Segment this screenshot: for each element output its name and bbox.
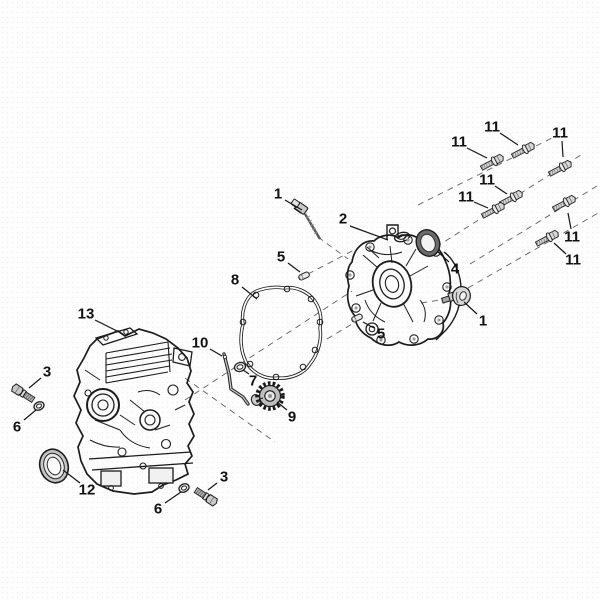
assembly-axis: [307, 248, 357, 275]
callout-leader-flange-screw-2: [499, 132, 519, 146]
assembly-axis: [469, 185, 598, 265]
callout-number-valve-screw-right[interactable]: 1: [479, 313, 487, 330]
part-plug-screw[interactable]: [10, 383, 36, 404]
callout-number-flange-screw-2[interactable]: 11: [484, 119, 500, 136]
callout-number-flange-screw-1[interactable]: 11: [451, 134, 467, 151]
callout-number-flange-screw-7[interactable]: 11: [565, 252, 581, 269]
callout-number-sealing-washer-left[interactable]: 6: [13, 419, 21, 436]
part-sealing-washer[interactable]: [178, 482, 191, 494]
callout-leader-plug-screw-left: [28, 377, 42, 389]
part-plug-screw[interactable]: [193, 486, 218, 507]
callout-leader-governor-rod: [209, 348, 223, 357]
callout-number-flange-screw-3[interactable]: 11: [552, 125, 568, 142]
callout-leader-flange-screw-4: [494, 185, 508, 195]
part-sealing-washer[interactable]: [33, 400, 46, 412]
assembly-axis: [184, 377, 276, 443]
part-valve-screw-upper[interactable]: [290, 198, 322, 240]
part-dowel-pin[interactable]: [298, 271, 310, 281]
callout-leader-flange-screw-3: [561, 140, 564, 158]
callout-leader-sealing-washer-bottom: [164, 491, 182, 504]
part-flange-screw[interactable]: [480, 200, 506, 220]
part-flange-screw[interactable]: [547, 158, 573, 178]
assembly-axis: [417, 135, 557, 206]
assembly-axis: [184, 290, 353, 401]
callout-leader-valve-screw-upper: [284, 199, 303, 211]
callout-number-o-ring[interactable]: 7: [249, 373, 257, 390]
part-flange-screw[interactable]: [534, 228, 560, 248]
callout-number-sealing-washer-bottom[interactable]: 6: [154, 501, 162, 518]
part-cover-gasket[interactable]: [239, 285, 324, 381]
callout-number-crankcase-cover[interactable]: 2: [339, 211, 347, 228]
assembly-axes-layer: [184, 135, 600, 443]
fastener-layer: [10, 140, 577, 507]
callout-leader-sealing-washer-left: [23, 409, 37, 421]
callout-leader-governor-gear: [276, 401, 288, 411]
callout-number-plug-screw-left[interactable]: 3: [43, 364, 51, 381]
part-crankcase[interactable]: [73, 327, 195, 495]
callout-number-flange-screw-4[interactable]: 11: [479, 172, 495, 189]
callout-number-crankcase[interactable]: 13: [78, 306, 95, 323]
part-valve-screw-right[interactable]: [440, 286, 471, 306]
callout-number-oil-seal-crankcase[interactable]: 12: [79, 482, 96, 499]
callout-leader-oil-seal-crankcase: [62, 469, 81, 484]
assembly-axis: [317, 236, 349, 260]
callout-number-dowel-pin-lower[interactable]: 5: [377, 326, 385, 343]
callout-leader-o-ring: [242, 369, 250, 375]
callout-number-cover-gasket[interactable]: 8: [231, 272, 239, 289]
part-oil-seal-cover[interactable]: [412, 226, 443, 260]
callout-leader-plug-screw-bottom: [207, 482, 218, 491]
callout-number-plug-screw-bottom[interactable]: 3: [220, 469, 228, 486]
callout-leader-crankcase-cover: [349, 225, 389, 241]
part-governor-gear[interactable]: [250, 381, 285, 411]
part-flange-screw[interactable]: [510, 140, 536, 160]
assembly-axis: [326, 323, 353, 340]
callout-leader-cover-gasket: [241, 286, 258, 300]
part-flange-screw[interactable]: [551, 193, 577, 213]
part-dowel-pin[interactable]: [351, 313, 363, 323]
callout-leader-dowel-pin-upper: [287, 262, 301, 273]
part-o-ring[interactable]: [233, 361, 247, 373]
callout-number-governor-rod[interactable]: 10: [192, 335, 209, 352]
callout-number-governor-gear[interactable]: 9: [288, 409, 296, 426]
callout-number-dowel-pin-upper[interactable]: 5: [277, 249, 285, 266]
part-flange-screw[interactable]: [479, 152, 505, 172]
callout-leader-crankcase: [94, 319, 118, 332]
callout-leader-flange-screw-6: [567, 212, 572, 230]
callout-leader-dowel-pin-lower: [362, 321, 375, 329]
part-oil-seal-crankcase[interactable]: [35, 446, 72, 487]
callout-leader-flange-screw-5: [473, 201, 489, 209]
callout-number-flange-screw-5[interactable]: 11: [458, 189, 474, 206]
callout-leader-flange-screw-7: [553, 242, 567, 255]
callout-number-flange-screw-6[interactable]: 11: [564, 229, 580, 246]
callout-leader-oil-seal-cover: [436, 250, 450, 263]
part-governor-rod[interactable]: [222, 352, 250, 406]
assembly-axis: [420, 298, 447, 304]
callout-number-valve-screw-upper[interactable]: 1: [274, 186, 282, 203]
callout-leader-flange-screw-1: [466, 147, 488, 159]
callout-leader-valve-screw-right: [463, 301, 478, 315]
part-crankcase-cover[interactable]: [345, 224, 462, 347]
assembly-axis: [467, 211, 600, 289]
callout-number-oil-seal-cover[interactable]: 4: [451, 261, 460, 278]
